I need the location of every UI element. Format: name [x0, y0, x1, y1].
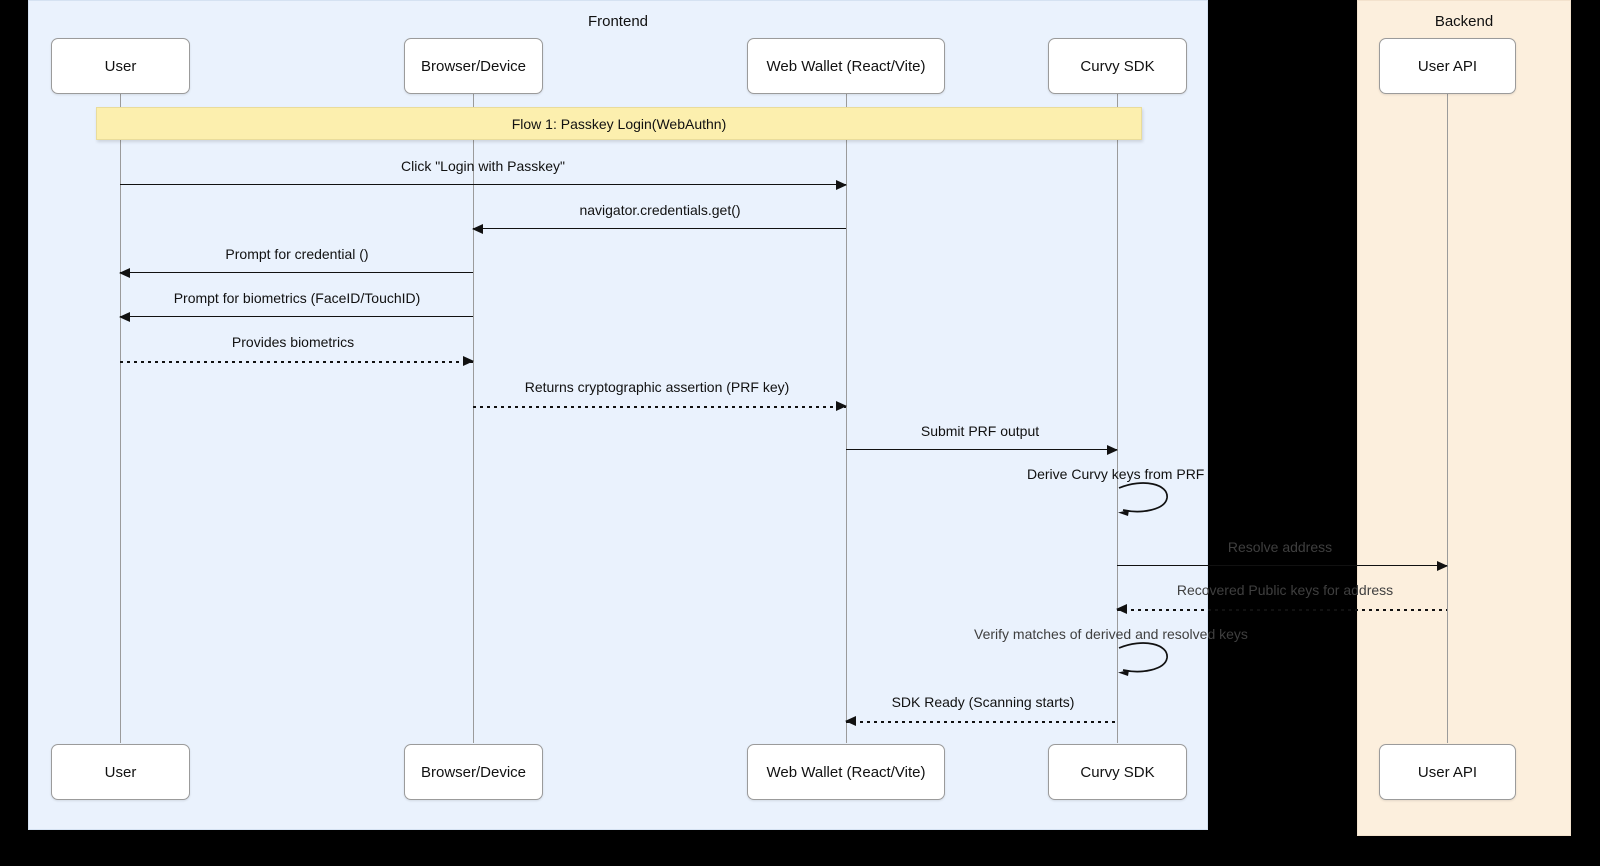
arrowhead-left-icon — [845, 715, 856, 726]
actor-browser-top-label: Browser/Device — [420, 57, 527, 75]
lifeline-userapi — [1447, 93, 1448, 743]
lifeline-wallet — [846, 93, 847, 743]
message-arrow-m1 — [120, 179, 847, 190]
actor-sdk-bottom[interactable]: Curvy SDK — [1048, 744, 1187, 800]
actor-userapi-bottom-label: User API — [1417, 763, 1478, 781]
message-arrow-m2 — [472, 223, 846, 234]
actor-user-top-label: User — [104, 57, 137, 75]
message-arrow-m5 — [120, 355, 474, 366]
actor-browser-top[interactable]: Browser/Device — [404, 38, 543, 94]
message-label-m12: SDK Ready (Scanning starts) — [891, 694, 1075, 710]
arrowhead-left-icon — [119, 311, 130, 322]
arrowhead-right-icon — [1437, 560, 1448, 571]
actor-sdk-bottom-label: Curvy SDK — [1080, 763, 1155, 781]
message-label-m4: Prompt for biometrics (FaceID/TouchID) — [173, 290, 421, 306]
self-loop-arc-m8 — [1117, 482, 1177, 517]
arrowhead-right-icon — [836, 179, 847, 190]
message-arrow-m12 — [845, 715, 1117, 726]
backend-group-title: Backend — [1434, 13, 1494, 30]
lifeline-browser — [473, 93, 474, 743]
actor-user-bottom[interactable]: User — [51, 744, 190, 800]
message-label-m11: Verify matches of derived and resolved k… — [974, 626, 1248, 642]
arrowhead-left-icon — [119, 267, 130, 278]
actor-userapi-bottom[interactable]: User API — [1379, 744, 1516, 800]
message-label-m9: Resolve address — [1227, 539, 1333, 555]
frontend-group-title: Frontend — [587, 13, 649, 30]
arrowhead-left-icon — [1116, 603, 1127, 614]
message-label-m8: Derive Curvy keys from PRF — [1027, 466, 1205, 482]
fragment-flow-1-label: Flow 1: Passkey Login(WebAuthn) — [511, 115, 727, 132]
message-label-m5: Provides biometrics — [231, 334, 355, 350]
message-arrow-m4 — [119, 311, 473, 322]
actor-wallet-bottom[interactable]: Web Wallet (React/Vite) — [747, 744, 945, 800]
message-arrow-m10 — [1116, 603, 1447, 614]
backend-group: Backend — [1357, 0, 1571, 836]
message-arrow-m7 — [846, 444, 1118, 455]
lifeline-user — [120, 93, 121, 743]
arrowhead-left-icon — [472, 223, 483, 234]
actor-user-bottom-label: User — [104, 763, 137, 781]
actor-sdk-top-label: Curvy SDK — [1080, 57, 1155, 75]
message-arrow-m3 — [119, 267, 473, 278]
arrowhead-right-icon — [463, 355, 474, 366]
message-arrow-m9 — [1117, 560, 1448, 571]
actor-browser-bottom-label: Browser/Device — [420, 763, 527, 781]
arrowhead-right-icon — [1107, 444, 1118, 455]
arrowhead-right-icon — [836, 400, 847, 411]
lifeline-sdk — [1117, 93, 1118, 743]
actor-wallet-top[interactable]: Web Wallet (React/Vite) — [747, 38, 945, 94]
actor-browser-bottom[interactable]: Browser/Device — [404, 744, 543, 800]
actor-wallet-top-label: Web Wallet (React/Vite) — [766, 57, 926, 75]
container-gap — [1209, 0, 1357, 866]
message-label-m3: Prompt for credential () — [225, 246, 369, 262]
actor-wallet-bottom-label: Web Wallet (React/Vite) — [766, 763, 926, 781]
message-label-m10: Recovered Public keys for address — [1176, 582, 1394, 598]
message-label-m7: Submit PRF output — [920, 423, 1040, 439]
message-label-m2: navigator.credentials.get() — [579, 202, 741, 218]
self-loop-arc-m11 — [1117, 642, 1177, 677]
actor-sdk-top[interactable]: Curvy SDK — [1048, 38, 1187, 94]
actor-userapi-top[interactable]: User API — [1379, 38, 1516, 94]
message-label-m1: Click "Login with Passkey" — [400, 158, 566, 174]
actor-userapi-top-label: User API — [1417, 57, 1478, 75]
message-arrow-m6 — [473, 400, 847, 411]
actor-user-top[interactable]: User — [51, 38, 190, 94]
message-label-m6: Returns cryptographic assertion (PRF key… — [524, 379, 790, 395]
fragment-flow-1: Flow 1: Passkey Login(WebAuthn) — [96, 107, 1142, 140]
